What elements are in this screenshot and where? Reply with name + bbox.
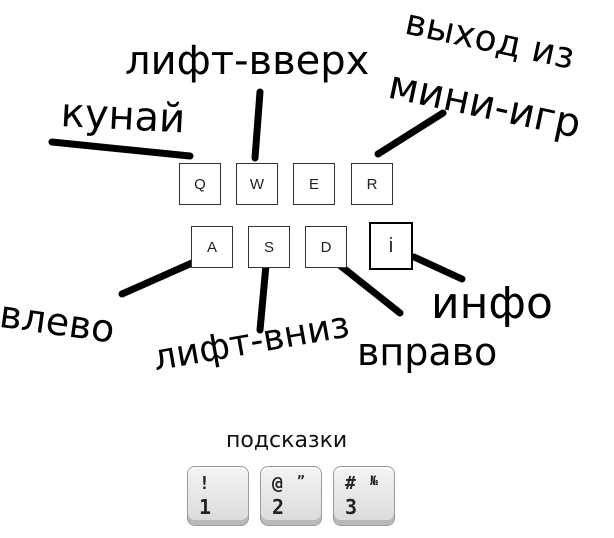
label-kunai: кунай bbox=[59, 90, 187, 143]
connector-lift-up bbox=[251, 88, 264, 162]
connector-lift-down bbox=[256, 261, 270, 334]
connector-info bbox=[410, 253, 466, 283]
hint-key-3-number: 3 bbox=[345, 495, 358, 519]
hint-key-2-alt: ” bbox=[297, 474, 305, 489]
key-r: R bbox=[351, 163, 393, 205]
connector-right bbox=[333, 259, 404, 317]
hint-key-2-symbol: @ bbox=[272, 473, 283, 494]
label-right: вправо bbox=[357, 330, 498, 374]
hint-key-3-alt: № bbox=[370, 474, 378, 489]
key-e: E bbox=[293, 163, 335, 205]
hint-key-1-number: 1 bbox=[199, 495, 212, 519]
hint-key-2: @ ” 2 bbox=[260, 466, 322, 526]
key-info: i bbox=[369, 222, 413, 270]
hint-key-1: ! 1 bbox=[187, 466, 249, 526]
key-w: W bbox=[236, 163, 278, 205]
key-a: A bbox=[191, 226, 233, 268]
hints-title: подсказки bbox=[226, 428, 348, 453]
label-info: инфо bbox=[431, 278, 553, 329]
label-lift-up: лифт-вверх bbox=[125, 38, 370, 84]
hint-key-3: # № 3 bbox=[333, 466, 395, 526]
key-d: D bbox=[305, 226, 347, 268]
key-q: Q bbox=[179, 163, 221, 205]
connector-exit bbox=[374, 109, 447, 158]
hint-key-2-number: 2 bbox=[272, 495, 285, 519]
key-s: S bbox=[248, 226, 290, 268]
hint-key-3-symbol: # bbox=[345, 473, 356, 494]
connector-left bbox=[118, 259, 196, 298]
hint-key-1-symbol: ! bbox=[199, 473, 210, 494]
connector-kunai bbox=[48, 138, 194, 160]
